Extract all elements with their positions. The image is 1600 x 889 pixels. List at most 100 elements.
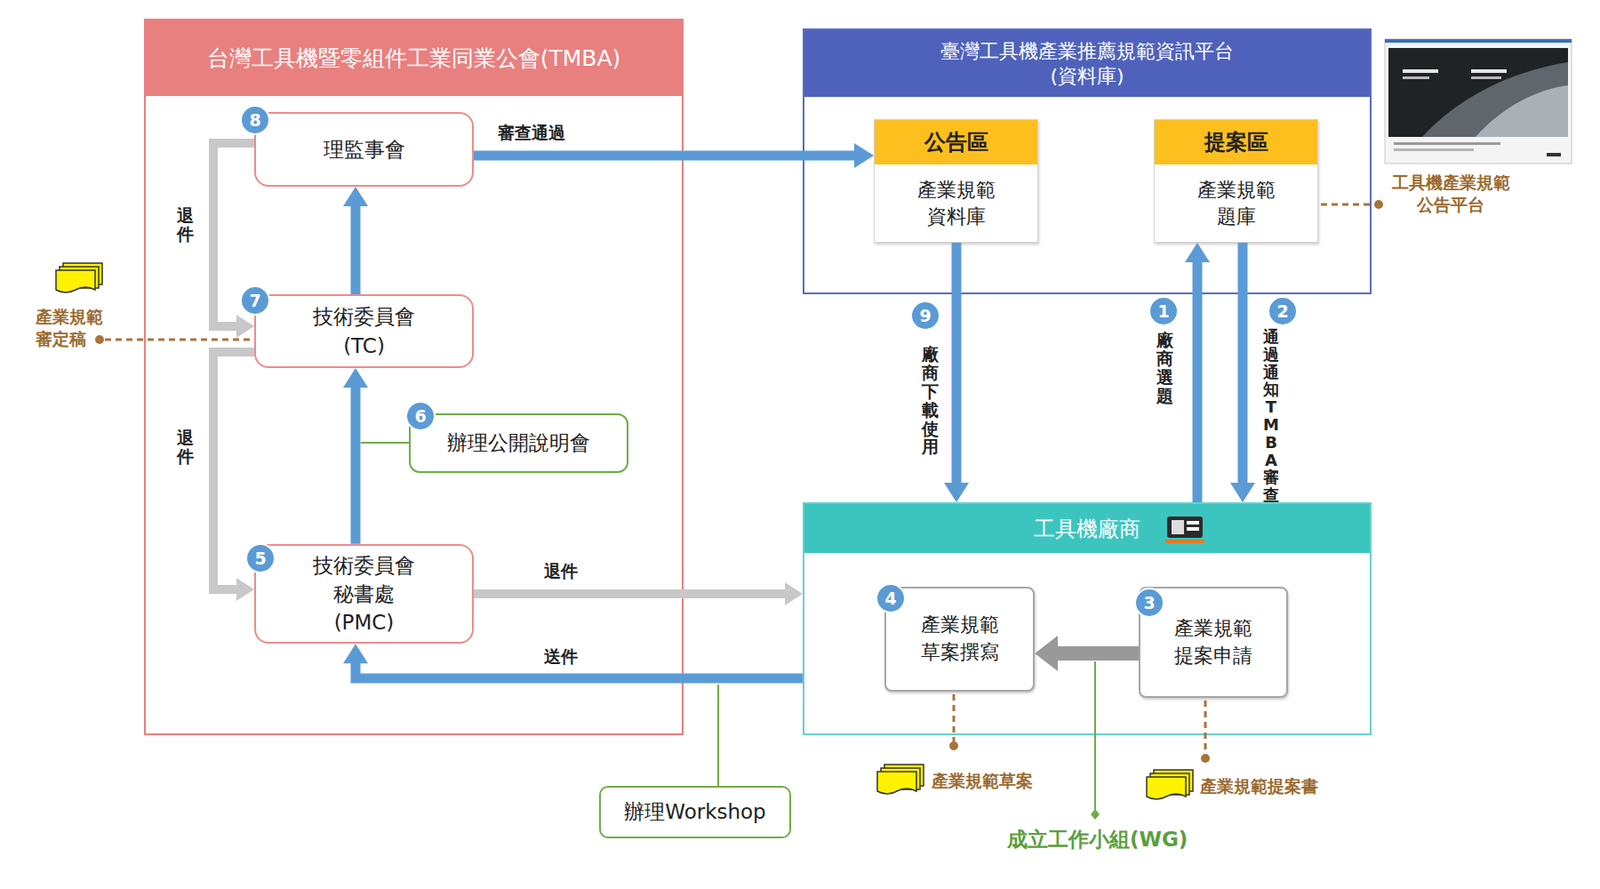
document-label: 產業規範 審定稿 (35, 305, 111, 350)
arrow-head (343, 368, 368, 388)
box-text: 產業規範 題庫 (1191, 176, 1281, 230)
edge-label: 通過通知 TMBA審查 (1263, 328, 1280, 504)
process-box: 理監事會 (254, 112, 474, 187)
region-title: 工具機廠商 (1033, 515, 1141, 543)
edge-label: 審查通過 (497, 121, 566, 145)
org-region: 台灣工具機暨零組件工業同業公會(TMBA) 理監事會技術委員會 (TC) 辦理公開說… (144, 18, 684, 736)
label-holder: 退件 (176, 428, 194, 466)
box-text: 技術委員會 秘書處(PMC) (307, 551, 421, 638)
arrow-head (1230, 482, 1256, 503)
document-label: 產業規範提案書 (1200, 775, 1319, 798)
process-box: 技術委員會 秘書處(PMC) (254, 544, 474, 645)
arrow-head (343, 643, 368, 664)
connector-line (351, 205, 361, 295)
connector-line (213, 143, 255, 327)
label-holder: 廠商下載使用 (921, 344, 939, 456)
callout-number: 8 (240, 104, 271, 136)
callout-number: 9 (910, 300, 941, 331)
connector (1230, 242, 1256, 503)
arrow-head (784, 582, 803, 606)
arrow-head (854, 143, 874, 168)
box-text: 技術委員會 (TC) (307, 302, 421, 360)
label-holder: 7 (240, 285, 271, 316)
connector (343, 368, 368, 544)
machine-icon (1165, 516, 1205, 544)
box-text: 產業規範 草案撰寫 (914, 611, 1005, 667)
box-header: 提案區 (1154, 120, 1318, 165)
arrow-head (944, 482, 969, 503)
arrow-head (343, 186, 368, 207)
box-text: 辦理Workshop (624, 797, 766, 826)
connector (1184, 242, 1210, 503)
connector (1034, 635, 1139, 672)
arrow-head (1034, 635, 1058, 672)
arrow-head (236, 314, 255, 338)
connector (343, 643, 803, 679)
connector (213, 143, 255, 338)
label-holder: 3 (1134, 587, 1165, 618)
callout-number: 4 (875, 583, 906, 614)
connector-line (355, 662, 803, 679)
edge-label: 送件 (544, 645, 578, 669)
box-body: 產業規範 題庫 (1154, 164, 1318, 242)
connector (473, 582, 803, 606)
label-holder: 成立工作小組(WG) (1007, 826, 1188, 854)
label-holder: 工具機產業規範 公告平台 (1386, 171, 1515, 216)
connector-line (213, 352, 255, 590)
box-body: 產業規範 資料庫 (874, 164, 1038, 242)
connector-line (473, 589, 786, 599)
label-holder: 1 (1148, 296, 1179, 327)
label-holder: 產業規範草案 (931, 769, 1033, 792)
label-holder: 通過通知 TMBA審查 (1263, 328, 1280, 504)
arrow-head (1184, 242, 1210, 263)
document-label: 產業規範草案 (931, 769, 1033, 792)
label-holder: 產業規範 審定稿 (35, 305, 111, 350)
label-holder: 9 (910, 300, 941, 331)
region-title: 臺灣工具機產業推薦規範資訊平台 (資料庫) (930, 39, 1244, 88)
vendor-region: 工具機廠商產業規範 草案撰寫 產業規範 提案申請 (802, 502, 1372, 736)
label-holder: 4 (875, 583, 906, 614)
leader-end (1090, 808, 1100, 820)
connector-line (473, 151, 856, 161)
box-text: 理監事會 (323, 135, 406, 164)
label-holder: 2 (1267, 296, 1298, 327)
box-heading: 提案區 (1204, 128, 1269, 157)
callout-number: 6 (405, 400, 436, 432)
activity-box: 辦理Workshop (599, 785, 792, 839)
box-text: 產業規範 資料庫 (911, 176, 1001, 230)
box-text: 產業規範 提案申請 (1168, 615, 1258, 671)
region-header: 工具機廠商 (804, 504, 1370, 553)
label-holder: 產業規範提案書 (1200, 775, 1319, 798)
connector (944, 242, 969, 503)
connector-line (952, 242, 962, 484)
box-text: 辦理公開說明會 (447, 428, 591, 457)
platform-region: 臺灣工具機產業推薦規範資訊平台 (資料庫)公告區產業規範 資料庫提案區產業規範 … (802, 28, 1372, 295)
platform-screenshot (1384, 39, 1572, 164)
region-title: 台灣工具機暨零組件工業同業公會(TMBA) (207, 44, 622, 72)
platform-caption: 工具機產業規範 公告平台 (1386, 171, 1515, 216)
edge-label: 廠商選題 (1156, 330, 1174, 406)
working-group-note: 成立工作小組(WG) (1007, 826, 1188, 854)
box-heading: 公告區 (924, 128, 989, 157)
green-leader (360, 442, 1096, 810)
region-header: 臺灣工具機產業推薦規範資訊平台 (資料庫) (804, 30, 1370, 97)
database-box: 提案區產業規範 題庫 (1153, 119, 1319, 243)
label-holder: 廠商選題 (1156, 330, 1174, 406)
database-box: 公告區產業規範 資料庫 (873, 119, 1039, 243)
process-box: 產業規範 草案撰寫 (884, 586, 1035, 692)
leader-dot (95, 200, 1384, 763)
box-header: 公告區 (874, 120, 1038, 165)
process-box: 技術委員會 (TC) (254, 294, 474, 368)
region-header: 台灣工具機暨零組件工業同業公會(TMBA) (145, 20, 682, 96)
arrow-head (236, 577, 255, 601)
label-holder: 審查通過 (497, 121, 566, 145)
callout-number: 1 (1148, 296, 1179, 327)
label-holder: 退件 (544, 560, 578, 584)
label-holder: 5 (245, 543, 276, 574)
label-holder: 8 (240, 104, 271, 136)
connector-line (1056, 646, 1139, 661)
label-holder: 送件 (544, 645, 578, 669)
